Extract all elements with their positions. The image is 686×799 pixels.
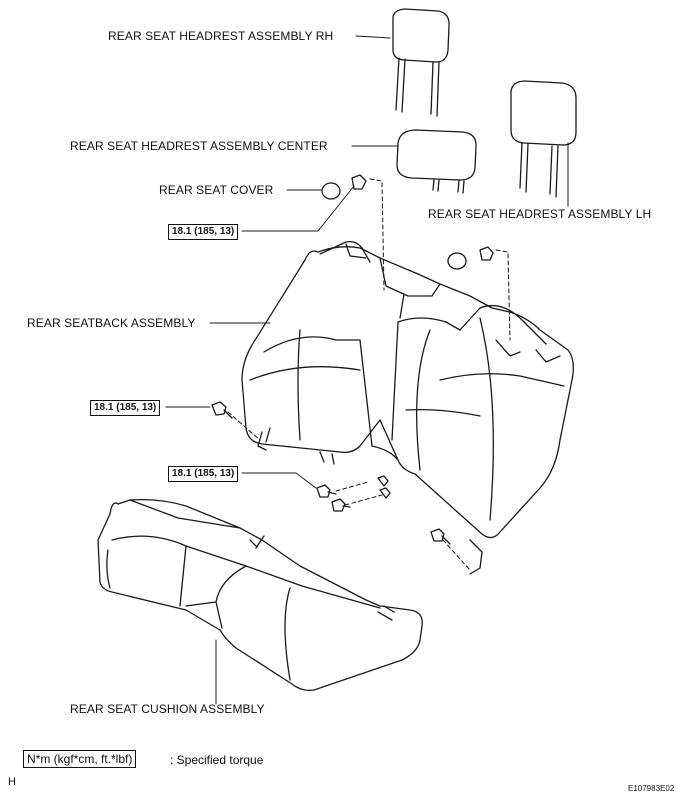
headrest-lh-part: [510, 80, 577, 198]
headrest-center-part: [396, 129, 477, 194]
bolts: [211, 401, 451, 545]
torque-spec-3: 18.1 (185, 13): [168, 466, 239, 482]
legend-text: : Specified torque: [170, 753, 264, 767]
label-seat-cover: REAR SEAT COVER: [159, 183, 274, 197]
label-headrest-center: REAR SEAT HEADREST ASSEMBLY CENTER: [70, 139, 328, 153]
legend-unit-box: N*m (kgf*cm, ft.*lbf): [23, 750, 137, 768]
seatback-part: [241, 240, 574, 575]
torque-spec-2: 18.1 (185, 13): [90, 400, 161, 416]
headrest-rh-part: [392, 8, 450, 117]
corner-mark: H: [8, 776, 16, 788]
label-seat-cushion: REAR SEAT CUSHION ASSEMBLY: [70, 702, 265, 716]
label-headrest-rh: REAR SEAT HEADREST ASSEMBLY RH: [108, 29, 334, 43]
label-headrest-lh: REAR SEAT HEADREST ASSEMBLY LH: [428, 207, 652, 221]
figure-code: E107983E02: [628, 784, 675, 793]
seat-cover-part: [321, 182, 467, 270]
torque-spec-1: 18.1 (185, 13): [168, 224, 239, 240]
seat-cushion-part: [97, 498, 423, 692]
label-seatback: REAR SEATBACK ASSEMBLY: [27, 316, 196, 330]
